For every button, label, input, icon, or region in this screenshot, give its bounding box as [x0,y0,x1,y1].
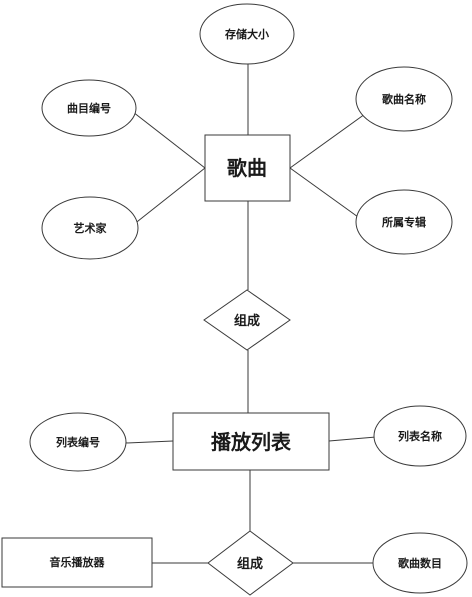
entity-music-player: 音乐播放器 [1,537,153,588]
edge-song-album [289,167,366,223]
attribute-track-id: 曲目编号 [41,79,137,137]
relationship-compose-bottom: 组成 [207,530,294,596]
attribute-list-id: 列表编号 [29,412,127,472]
edge-playlist-list-name [328,436,377,442]
edge-playlist-list-id [125,440,174,444]
attribute-album: 所属专辑 [355,189,453,255]
relationship-compose-bottom-label: 组成 [237,556,263,572]
attribute-track-id-label: 曲目编号 [67,101,111,115]
entity-music-player-label: 音乐播放器 [50,555,106,569]
entity-song: 歌曲 [204,134,291,202]
entity-playlist-label: 播放列表 [211,430,292,454]
attribute-list-name-label: 列表名称 [398,429,442,443]
attribute-storage-size: 存储大小 [199,3,295,65]
edge-song-artist [132,167,206,226]
attribute-song-count-label: 歌曲数目 [398,556,442,570]
attribute-song-name: 歌曲名称 [355,66,453,132]
edge-song-track-id [132,111,206,169]
edge-song-song-name [289,113,366,169]
entity-song-label: 歌曲 [227,156,267,180]
attribute-song-count: 歌曲数目 [372,532,468,594]
attribute-song-name-label: 歌曲名称 [382,92,426,106]
attribute-artist-label: 艺术家 [74,221,108,235]
attribute-album-label: 所属专辑 [382,215,426,229]
connectors [125,64,377,564]
relationship-compose-top-label: 组成 [234,313,260,329]
attribute-list-name: 列表名称 [373,405,467,467]
attribute-artist: 艺术家 [41,196,139,260]
entity-playlist: 播放列表 [172,412,330,471]
relationship-compose-top: 组成 [203,289,291,351]
attribute-list-id-label: 列表编号 [56,435,100,449]
attribute-storage-size-label: 存储大小 [225,27,269,41]
